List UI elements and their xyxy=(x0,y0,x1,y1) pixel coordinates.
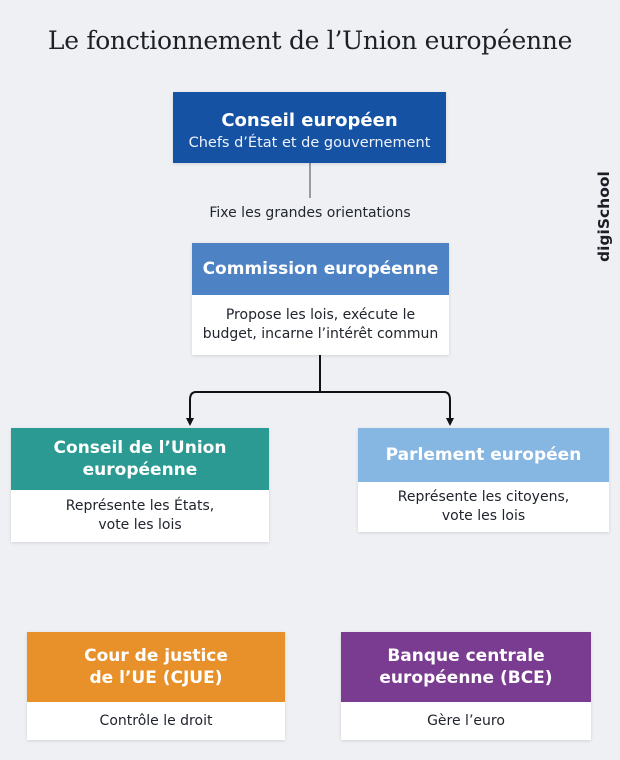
edge-label-orientations: Fixe les grandes orientations xyxy=(209,205,411,221)
node-bce-title: Banque centrale européenne (BCE) xyxy=(341,632,591,702)
node-cjue-title: Cour de justice de l’UE (CJUE) xyxy=(27,632,285,702)
node-bce-description: Gère l’euro xyxy=(341,702,591,740)
node-bce-title-line2: européenne (BCE) xyxy=(379,668,553,688)
node-conseil-europeen-subtitle: Chefs d’État et de gouvernement xyxy=(188,135,431,151)
arrow-to-parlement xyxy=(446,418,454,426)
node-bce-title-line1: Banque centrale xyxy=(387,646,545,666)
node-commission-description-line1: Propose les lois, exécute le xyxy=(225,307,416,323)
node-commission-description: Propose les lois, exécute le budget, inc… xyxy=(192,295,449,355)
node-cjue-title-line2: de l’UE (CJUE) xyxy=(89,668,223,688)
node-bce: Banque centrale européenne (BCE) Gère l’… xyxy=(341,632,591,740)
node-conseil-europeen-title: Conseil européen xyxy=(221,110,398,131)
node-commission-description-line2: budget, incarne l’intérêt commun xyxy=(202,326,439,342)
node-parlement-description: Représente les citoyens, vote les lois xyxy=(358,482,609,532)
node-cjue-title-line1: Cour de justice xyxy=(84,646,228,666)
node-parlement-title: Parlement européen xyxy=(358,428,609,482)
node-conseil-ue-description: Représente les États, vote les lois xyxy=(11,490,269,542)
node-conseil-ue-title: Conseil de l’Union européenne xyxy=(11,428,269,490)
node-parlement-description-line1: Représente les citoyens, xyxy=(397,489,570,505)
node-conseil-ue-description-line1: Représente les États, xyxy=(65,498,215,514)
connector-commission-split xyxy=(189,355,451,418)
node-conseil-ue-description-line2: vote les lois xyxy=(98,517,182,533)
node-conseil-ue: Conseil de l’Union européenne Représente… xyxy=(11,428,269,542)
node-cjue-description: Contrôle le droit xyxy=(27,702,285,740)
node-conseil-ue-title-line2: européenne xyxy=(82,460,198,480)
node-parlement: Parlement européen Représente les citoye… xyxy=(358,428,609,532)
page-title: Le fonctionnement de l’Union européenne xyxy=(47,26,573,55)
node-conseil-ue-title-line1: Conseil de l’Union xyxy=(53,438,227,458)
node-commission-title: Commission européenne xyxy=(192,243,449,295)
node-cjue: Cour de justice de l’UE (CJUE) Contrôle … xyxy=(27,632,285,740)
node-commission: Commission européenne Propose les lois, … xyxy=(192,243,449,355)
node-conseil-europeen: Conseil européen Chefs d’État et de gouv… xyxy=(173,92,446,163)
arrow-to-conseil-ue xyxy=(186,418,194,426)
node-parlement-description-line2: vote les lois xyxy=(441,508,526,524)
